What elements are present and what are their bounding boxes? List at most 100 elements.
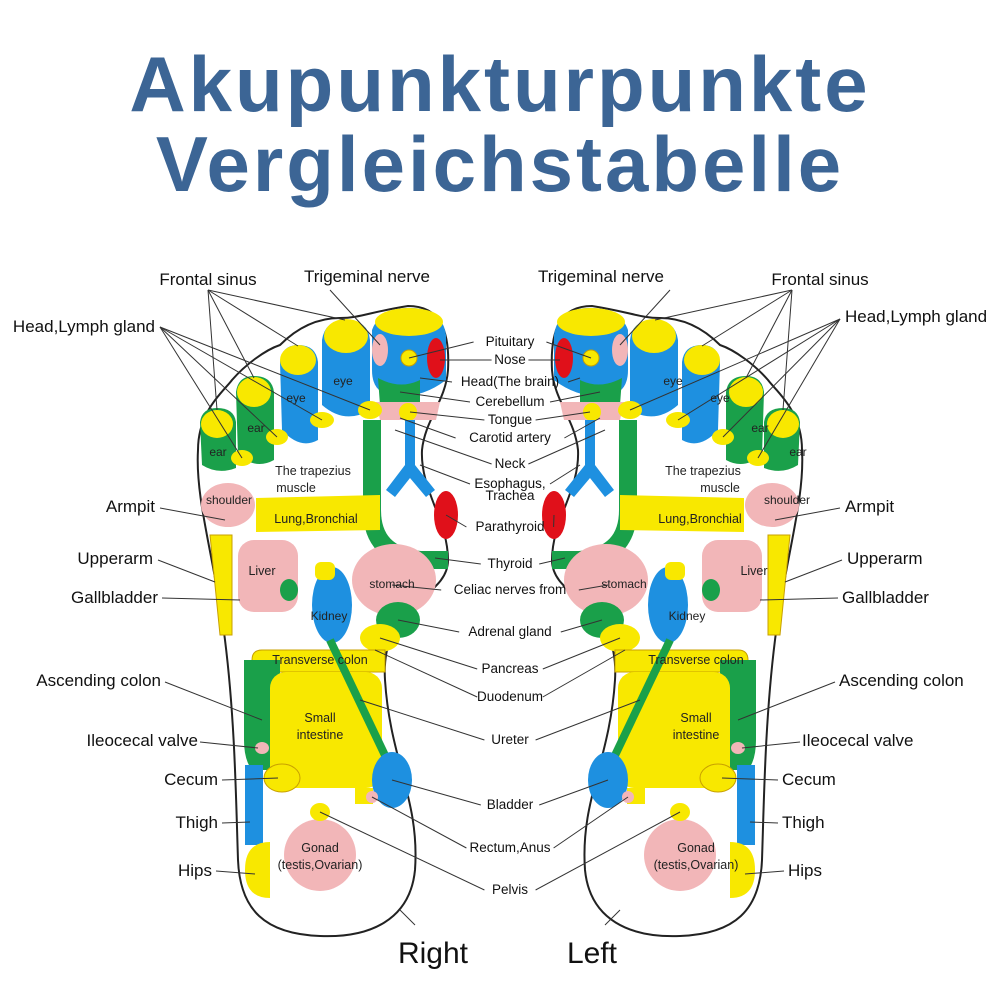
- title-line-2: Vergleichstabelle: [155, 120, 845, 208]
- callout-line: [207, 289, 346, 321]
- label-upperarm-right: Upperarm: [77, 549, 153, 568]
- callout-line: [542, 649, 626, 698]
- callout-line: [397, 619, 460, 633]
- label-head-lymph-right: Head,Lymph gland: [13, 317, 155, 336]
- foot-label-eye-right: eye: [286, 391, 306, 405]
- callout-line: [722, 318, 841, 438]
- callout-line: [560, 619, 603, 633]
- foot-label-gonad1-right: Gonad: [301, 841, 339, 855]
- label-tongue: Tongue: [488, 412, 532, 427]
- callout-line: [419, 464, 471, 485]
- callout-line: [159, 326, 323, 421]
- label-trachea: Trachea: [485, 488, 535, 503]
- callout-line: [677, 318, 841, 421]
- foot-label-ear-left: ear: [789, 445, 806, 459]
- label-ileocecal-right: Ileocecal valve: [86, 731, 198, 750]
- left-foot-label: Left: [567, 937, 618, 970]
- label-pituitary: Pituitary: [486, 334, 535, 349]
- label-frontal-sinus-right: Frontal sinus: [159, 270, 256, 289]
- foot-label-eye-left: eye: [663, 374, 683, 388]
- foot-label-transverse-left: Transverse colon: [648, 653, 743, 667]
- callout-line: [549, 464, 581, 485]
- callout-line: [419, 377, 453, 383]
- foot-label-gonad2-left: (testis,Ovarian): [654, 858, 739, 872]
- callout-line: [319, 811, 485, 891]
- foot-label-trapezius2-left: muscle: [700, 481, 740, 495]
- label-hips-right: Hips: [178, 861, 212, 880]
- foot-label-kidney-right: Kidney: [311, 609, 348, 623]
- label-ascending-colon-left: Ascending colon: [839, 671, 964, 690]
- callout-line: [567, 377, 581, 383]
- label-pelvis: Pelvis: [492, 882, 528, 897]
- callout-line: [159, 326, 278, 438]
- label-armpit-right: Armpit: [106, 497, 155, 516]
- callout-line: [535, 811, 681, 891]
- callout-line: [744, 870, 785, 875]
- label-upperarm-left: Upperarm: [847, 549, 923, 568]
- foot-label-small1-left: Small: [680, 711, 711, 725]
- callout-line: [408, 341, 474, 359]
- foot-label-gonad2-right: (testis,Ovarian): [278, 858, 363, 872]
- label-trigeminal-right: Trigeminal nerve: [304, 267, 430, 286]
- label-gallbladder-left: Gallbladder: [842, 588, 929, 607]
- foot-label-liver-left: Liver: [740, 564, 767, 578]
- callout-line: [221, 777, 279, 781]
- callout-line: [391, 584, 442, 591]
- callout-line: [329, 289, 381, 346]
- callout-line: [721, 777, 779, 781]
- right-foot-label: Right: [398, 937, 469, 970]
- label-neck: Neck: [495, 456, 526, 471]
- foot-label-gonad1-left: Gonad: [677, 841, 715, 855]
- label-ureter: Ureter: [491, 732, 529, 747]
- foot-label-kidney-left: Kidney: [669, 609, 706, 623]
- callout-line: [207, 289, 255, 379]
- callout-line: [399, 391, 471, 403]
- label-esophagus: Esophagus,: [474, 476, 545, 491]
- label-bladder: Bladder: [487, 797, 534, 812]
- foot-label-lung-right: Lung,Bronchial: [274, 512, 357, 526]
- callout-line: [359, 699, 485, 741]
- callout-line: [394, 429, 492, 465]
- callout-line: [784, 559, 843, 583]
- foot-label-small2-right: intestine: [297, 728, 344, 742]
- foot-label-ear-left: ear: [751, 421, 768, 435]
- callout-line: [749, 821, 779, 824]
- callout-line: [434, 557, 481, 565]
- foot-label-ear-right: ear: [247, 421, 264, 435]
- callout-line: [542, 637, 621, 670]
- callout-line: [757, 318, 841, 459]
- label-cecum-right: Cecum: [164, 770, 218, 789]
- foot-label-transverse-right: Transverse colon: [272, 653, 367, 667]
- callout-line: [553, 796, 629, 849]
- callout-line: [221, 821, 251, 824]
- callout-line: [774, 507, 841, 521]
- foot-label-ear-right: ear: [209, 445, 226, 459]
- foot-label-trapezius2-right: muscle: [276, 481, 316, 495]
- callout-line: [159, 507, 226, 521]
- foot-label-small1-right: Small: [304, 711, 335, 725]
- label-pancreas: Pancreas: [481, 661, 538, 676]
- label-carotid: Carotid artery: [469, 430, 551, 445]
- label-thigh-right: Thigh: [175, 813, 218, 832]
- foot-label-eye-left: eye: [710, 391, 730, 405]
- callout-line: [535, 699, 641, 741]
- callout-line: [164, 681, 263, 721]
- callout-line: [391, 779, 481, 806]
- callout-line: [207, 289, 218, 411]
- title-line-1: Akupunkturpunkte: [129, 40, 871, 128]
- callout-line: [207, 289, 299, 347]
- callout-line: [215, 870, 256, 875]
- callout-line: [745, 289, 793, 379]
- callout-line: [409, 411, 485, 421]
- label-thyroid: Thyroid: [487, 556, 532, 571]
- foot-label-shoulder-left: shoulder: [764, 493, 810, 507]
- label-ileocecal-left: Ileocecal valve: [802, 731, 914, 750]
- callout-line: [539, 557, 566, 565]
- callout-line: [564, 417, 601, 439]
- callout-line: [654, 289, 793, 321]
- callout-line: [701, 289, 793, 347]
- callout-line: [759, 597, 839, 601]
- foot-label-stomach-right: stomach: [369, 577, 414, 591]
